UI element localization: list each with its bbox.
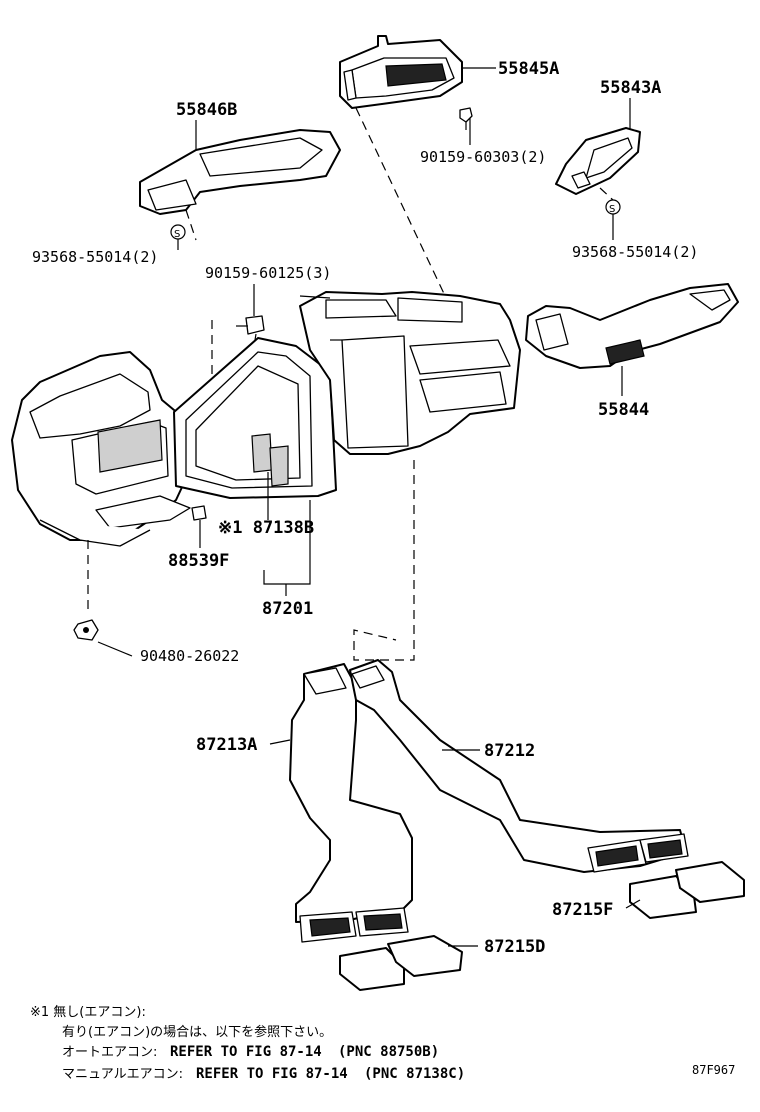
note-line-4-label: マニュアルエアコン: [62, 1067, 183, 1082]
label-90480-26022: 90480-26022 [140, 647, 239, 665]
part-87215F-registers [629, 861, 745, 919]
note-line-1: ※1 無し(エアコン): [30, 1005, 146, 1020]
label-55845A: 55845A [498, 59, 559, 79]
blower-unit [11, 351, 191, 547]
part-87215D-registers [339, 935, 463, 991]
label-55844: 55844 [598, 400, 649, 420]
heater-unit [299, 291, 521, 455]
note-line-4-pnc: (PNC 87138C) [364, 1066, 465, 1082]
part-87201-case [173, 337, 337, 499]
figure-code: 87F967 [692, 1063, 735, 1077]
label-87213A: 87213A [196, 735, 257, 755]
label-55846B: 55846B [176, 100, 237, 120]
label-90159-60125: 90159-60125(3) [205, 264, 331, 282]
part-55844-duct [525, 283, 739, 369]
part-88539F [191, 505, 207, 521]
label-93568-55014-left: 93568-55014(2) [32, 248, 158, 266]
nut-90480-26022 [73, 619, 99, 641]
svg-text:S: S [174, 229, 180, 240]
clip-93568-right: S [605, 199, 621, 215]
label-87215F: 87215F [552, 900, 613, 920]
part-55843A-duct [555, 127, 641, 195]
clip-93568-left: S [170, 224, 186, 240]
label-87201: 87201 [262, 599, 313, 619]
note-line-3-label: オートエアコン: [62, 1045, 157, 1060]
part-55846B-duct [139, 129, 341, 215]
bolt-90159-60125 [236, 315, 265, 335]
note-line-2: 有り(エアコン)の場合は、以下を参照下さい。 [62, 1024, 332, 1040]
label-87215D: 87215D [484, 937, 545, 957]
note-line-3-ref: REFER TO FIG 87-14 [170, 1044, 322, 1060]
label-88539F: 88539F [168, 551, 229, 571]
label-93568-55014-right: 93568-55014(2) [572, 243, 698, 261]
svg-text:S: S [609, 204, 615, 215]
part-55845A-duct [339, 35, 463, 109]
part-87213A-duct [289, 663, 413, 943]
note-line-4-ref: REFER TO FIG 87-14 [196, 1066, 348, 1082]
screw-90159-60303 [459, 107, 473, 130]
note-line-3-pnc: (PNC 88750B) [338, 1044, 439, 1060]
part-87212-duct [349, 659, 689, 873]
label-87138B: ※1 87138B [218, 518, 314, 538]
label-87212: 87212 [484, 741, 535, 761]
label-90159-60303: 90159-60303(2) [420, 148, 546, 166]
label-55843A: 55843A [600, 78, 661, 98]
